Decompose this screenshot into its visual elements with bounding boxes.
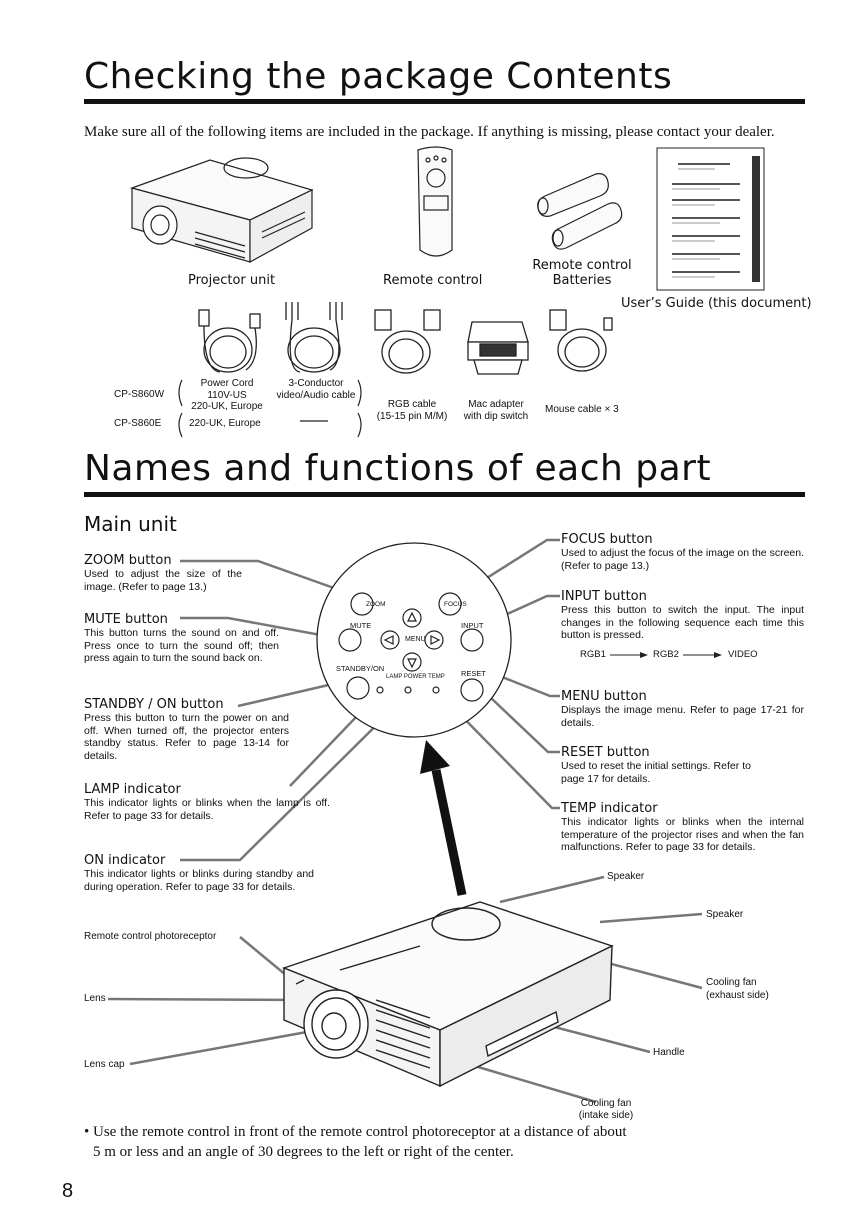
section-title-package: Checking the package Contents — [84, 56, 673, 97]
input-button — [460, 628, 484, 652]
input-seq-video: VIDEO — [728, 649, 758, 660]
temp-indicator — [432, 686, 440, 694]
input-seq-rgb2: RGB2 — [653, 649, 679, 660]
callout-lens: Lens — [84, 993, 106, 1004]
callout-speaker-top: Speaker — [607, 871, 645, 882]
page-number: 8 — [62, 1180, 74, 1202]
rgb-cable-label: RGB cable (15-15 pin M/M) — [376, 399, 448, 422]
part-menu-button: MENU button Displays the image menu. Ref… — [561, 689, 804, 729]
mute-button — [338, 628, 362, 652]
remote-usage-note: • Use the remote control in front of the… — [84, 1124, 627, 1160]
zoom-arrow — [420, 740, 467, 896]
users-guide-label: User’s Guide (this document) — [621, 296, 812, 311]
panel-zoom-label: ZOOM — [366, 601, 386, 608]
part-lamp-indicator: LAMP indicator This indicator lights or … — [84, 782, 330, 822]
part-on-indicator: ON indicator This indicator lights or bl… — [84, 853, 314, 893]
section-title-names: Names and functions of each part — [84, 448, 712, 489]
intro-text: Make sure all of the following items are… — [84, 124, 775, 140]
power-cord-e-label: 220-UK, Europe — [189, 418, 261, 429]
zoom-button — [350, 592, 374, 616]
av-cable-label: 3-Conductor video/Audio cable — [276, 378, 356, 401]
projector-unit-label: Projector unit — [188, 273, 276, 288]
callout-fan-exhaust: Cooling fan (exhaust side) — [706, 977, 769, 1001]
projector-unit-illustration — [130, 157, 314, 264]
panel-indicators-label: LAMP POWER TEMP — [386, 674, 445, 680]
panel-mute-label: MUTE — [350, 621, 372, 630]
model-e-label: CP-S860E — [114, 418, 162, 429]
part-focus-button: FOCUS button Used to adjust the focus of… — [561, 532, 804, 572]
mac-adapter-label: Mac adapter with dip switch — [463, 399, 529, 422]
remote-control-label: Remote control — [383, 273, 483, 288]
input-seq-rgb1: RGB1 — [580, 649, 606, 660]
mac-adapter-illustration — [467, 321, 529, 375]
panel-focus-label: FOCUS — [444, 601, 467, 608]
main-unit-subtitle: Main unit — [84, 512, 177, 536]
panel-input-label: INPUT — [461, 621, 484, 630]
part-mute-button: MUTE button This button turns the sound … — [84, 612, 279, 664]
remote-control-illustration — [417, 146, 453, 257]
panel-reset-label: RESET — [461, 669, 487, 678]
part-temp-indicator: TEMP indicator This indicator lights or … — [561, 801, 804, 853]
callout-speaker-right: Speaker — [706, 909, 744, 920]
panel-standby-label: STANDBY/ON — [336, 664, 385, 673]
mouse-cable-label: Mouse cable × 3 — [545, 404, 619, 415]
model-w-label: CP-S860W — [114, 389, 165, 400]
projector-body — [281, 901, 614, 1088]
power-cord-illustration — [198, 309, 261, 373]
title-rule — [84, 99, 805, 104]
batteries-illustration — [537, 173, 623, 250]
av-cable-illustration — [285, 302, 343, 373]
part-reset-button: RESET button Used to reset the initial s… — [561, 745, 751, 785]
title-rule-2 — [84, 492, 805, 497]
standby-button — [346, 676, 370, 700]
menu-dpad — [380, 608, 444, 672]
batteries-label: Remote control Batteries — [532, 258, 632, 288]
power-cord-label: Power Cord 110V-US 220-UK, Europe — [191, 378, 263, 412]
focus-button — [438, 592, 462, 616]
callout-handle: Handle — [653, 1047, 685, 1058]
callout-lens-cap: Lens cap — [84, 1059, 125, 1070]
users-guide-illustration — [656, 147, 765, 291]
on-indicator — [404, 686, 412, 694]
part-input-button: INPUT button Press this button to switch… — [561, 589, 804, 641]
part-zoom-button: ZOOM button Used to adjust the size of t… — [84, 553, 242, 593]
callout-photoreceptor: Remote control photoreceptor — [84, 931, 217, 942]
mouse-cable-illustration — [549, 309, 613, 372]
callout-fan-intake: Cooling fan (intake side) — [578, 1098, 634, 1121]
rgb-cable-illustration — [374, 309, 441, 374]
reset-button — [460, 678, 484, 702]
panel-menu-label: MENU — [405, 636, 426, 643]
lamp-indicator — [376, 686, 384, 694]
part-standby-button: STANDBY / ON button Press this button to… — [84, 697, 289, 762]
